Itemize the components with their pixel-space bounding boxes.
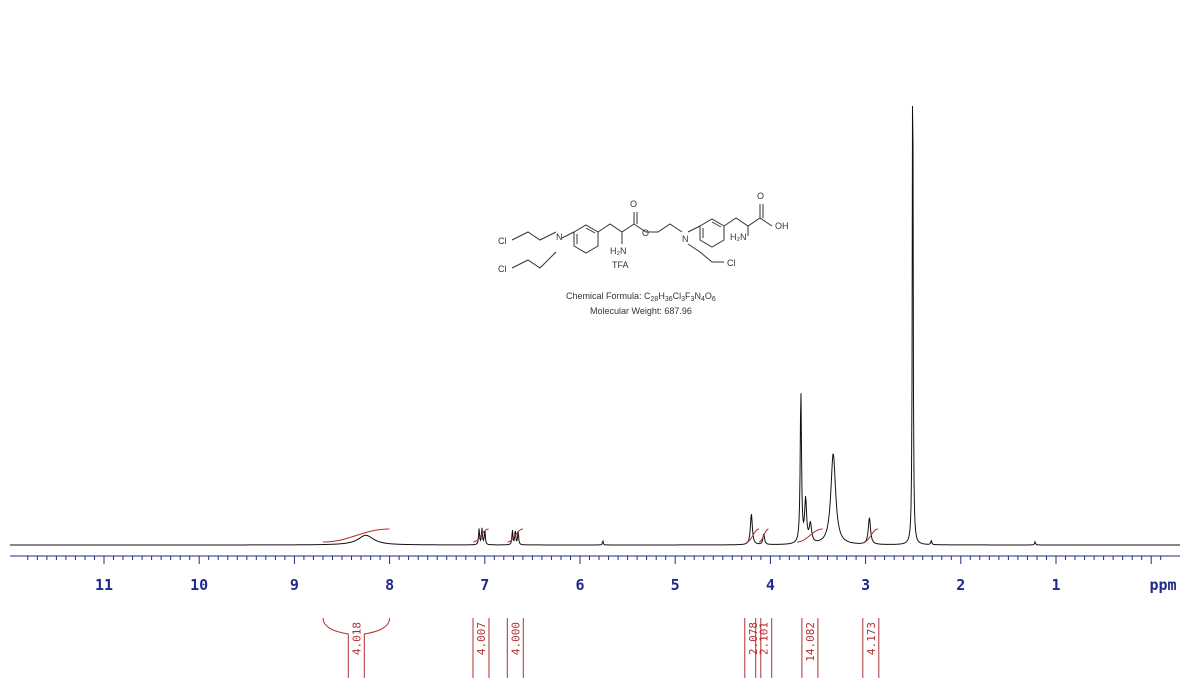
axis-tick-label: 1 <box>1051 576 1060 594</box>
axis-tick-label: 3 <box>861 576 870 594</box>
integral-bracket <box>322 617 391 678</box>
integral-value-label: 4.000 <box>509 622 522 655</box>
integral-curve-layer <box>322 528 879 543</box>
axis-tick-label: 8 <box>385 576 394 594</box>
integral-curve <box>322 528 390 543</box>
integral-value-label: 4.173 <box>865 622 878 655</box>
integral-curve <box>758 528 769 543</box>
integral-value-label: 2.078 <box>747 622 760 655</box>
structure-atom-label: H₂N <box>610 246 627 256</box>
structure-labels: Cl N Cl O O H₂N TFA N O OH H₂N Cl Chemic… <box>498 191 789 316</box>
structure-atom-label: O <box>757 191 764 201</box>
structure-atom-label: O <box>630 199 637 209</box>
structure-atom-label: H₂N <box>730 232 747 242</box>
ppm-axis: 11 10 9 8 7 6 5 4 3 2 1 ppm <box>10 555 1180 594</box>
axis-tick-label: 9 <box>290 576 299 594</box>
structure-atom-label: Cl <box>727 258 736 268</box>
axis-tick-label: 5 <box>671 576 680 594</box>
molecular-weight: Molecular Weight: 687.96 <box>590 306 692 316</box>
axis-tick-label: 10 <box>190 576 208 594</box>
integral-value-label: 4.007 <box>475 622 488 655</box>
spectrum-trace <box>10 106 1180 546</box>
axis-tick-label: 2 <box>956 576 965 594</box>
integral-curve <box>507 528 524 543</box>
structure-atom-label: Cl <box>498 264 507 274</box>
chemical-structure <box>511 204 773 269</box>
structure-atom-label: TFA <box>612 260 629 270</box>
axis-tick-label: 7 <box>480 576 489 594</box>
chemical-formula: Chemical Formula: C28H36Cl3F3N4O6 <box>566 291 716 303</box>
spectrum-trace-layer <box>10 106 1180 546</box>
structure-atom-label: OH <box>775 221 789 231</box>
integral-curve <box>473 528 489 543</box>
structure-atom-label: Cl <box>498 236 507 246</box>
structure-atom-label: O <box>642 228 649 238</box>
integral-curve <box>863 528 879 543</box>
axis-unit-label: ppm <box>1149 576 1176 594</box>
integral-curve <box>746 528 760 543</box>
integral-value-label: 2.101 <box>758 622 771 655</box>
integral-curve <box>797 528 823 543</box>
structure-atom-label: N <box>556 232 563 242</box>
structure-atom-label: N <box>682 234 689 244</box>
axis-tick-label: 4 <box>766 576 775 594</box>
axis-tick-label: 11 <box>95 576 113 594</box>
integral-value-label: 14.082 <box>804 622 817 662</box>
axis-tick-label: 6 <box>575 576 584 594</box>
integral-value-label: 4.018 <box>350 622 363 655</box>
